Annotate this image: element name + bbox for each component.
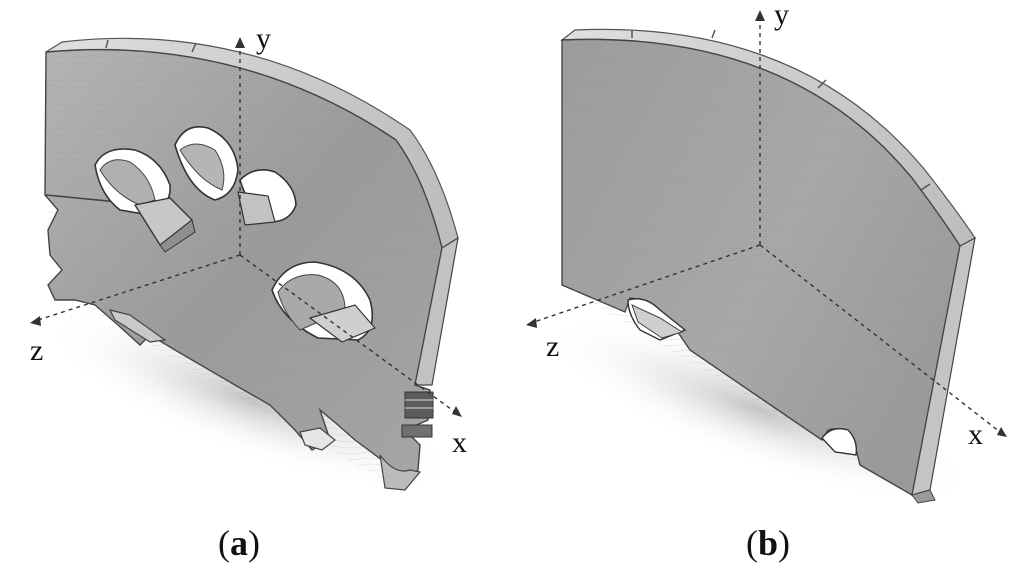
panel-a-axis-arrows <box>30 37 462 417</box>
panel-a-z-label: z <box>30 334 43 367</box>
panel-b-right-foot-cut <box>821 427 858 456</box>
panel-b-z-label: z <box>546 330 559 363</box>
panel-b-x-axis <box>759 244 1001 433</box>
panel-b-y-label: y <box>774 0 789 31</box>
panel-a-x-label: x <box>452 426 467 459</box>
panel-a-kidney-block <box>401 391 434 438</box>
panel-b-x-label: x <box>968 418 983 451</box>
panel-a-caption-letter: a <box>230 523 248 563</box>
panel-a-right-foot-cut <box>299 427 336 451</box>
panel-b-axis-arrows <box>526 10 1007 437</box>
panel-a-axes <box>37 45 456 413</box>
panel-a-foot-heel <box>379 454 422 491</box>
panel-b: y x z (b) <box>526 0 1007 563</box>
panel-b-caption-letter: b <box>758 523 778 563</box>
panel-a-caption: (a) <box>218 523 260 563</box>
panel-a-left-foot-cut <box>108 309 167 343</box>
panel-a-side-edge <box>414 236 459 386</box>
panel-b-axes <box>533 18 1001 433</box>
panel-a-z-axis <box>37 254 241 321</box>
panel-a-y-label: y <box>256 22 271 55</box>
panel-b-caption: (b) <box>746 523 790 563</box>
panel-a: y x z (a) <box>30 22 467 563</box>
